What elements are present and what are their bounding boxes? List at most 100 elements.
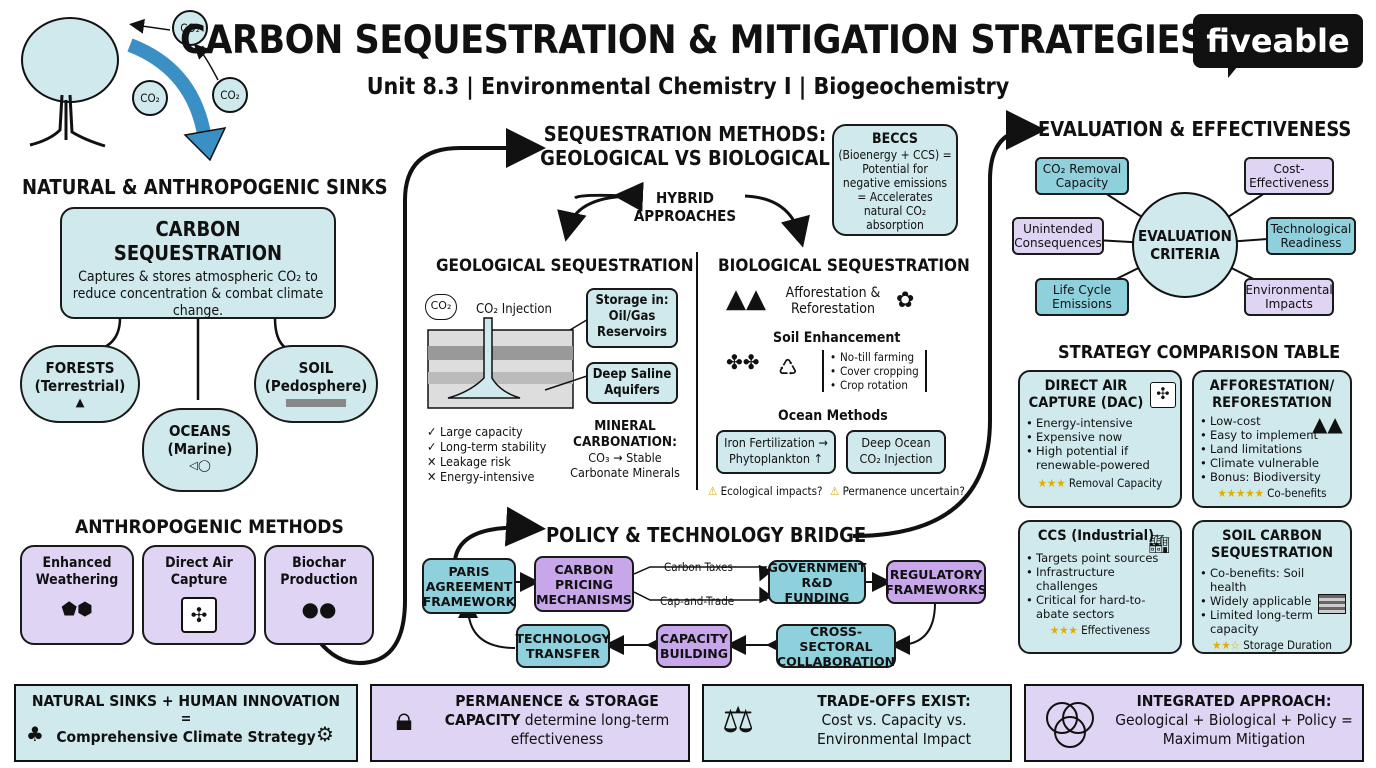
mineral-carbonation-title: MINERAL CARBONATION:	[573, 418, 677, 450]
ccs-point-3: Critical for hard-to-abate sectors	[1026, 593, 1174, 621]
soil-practices-list: No-till farming Cover cropping Crop rota…	[822, 350, 927, 392]
deep-ocean-card: Deep Ocean CO₂ Injection	[846, 430, 946, 474]
dac-rating: ★★★ Removal Capacity	[1026, 476, 1174, 490]
carbon-sequestration-desc: Captures & stores atmospheric CO₂ to red…	[72, 269, 324, 319]
aff-point-1: Low-cost	[1200, 414, 1344, 428]
beccs-title: BECCS	[871, 131, 919, 147]
biochar-production-label: Biochar Production	[280, 555, 358, 588]
forests-label: FORESTS (Terrestrial)	[34, 359, 126, 395]
soil-carbon-card: SOIL CARBON SEQUESTRATION Co-benefits: S…	[1192, 520, 1352, 654]
afforestation-title: AFFORESTATION/ REFORESTATION	[1209, 378, 1335, 411]
scale-icon: ⚖	[722, 700, 755, 741]
fish-icon: ◁◯	[189, 458, 211, 472]
footer-card-tradeoffs: ⚖ TRADE-OFFS EXIST:Cost vs. Capacity vs.…	[702, 684, 1012, 762]
evaluation-criteria-hub: EVALUATION CRITERIA	[1132, 192, 1238, 298]
geo-pros-cons: ✓ Large capacity ✓ Long-term stability ✕…	[427, 424, 577, 484]
aff-point-3: Land limitations	[1200, 442, 1344, 456]
warning-icon: ⚠	[830, 484, 840, 498]
co2-badge-top: CO₂	[180, 21, 200, 35]
storage-reservoirs-card: Storage in: Oil/Gas Reservoirs	[586, 288, 678, 348]
direct-air-capture-label: Direct Air Capture	[165, 555, 233, 588]
iron-fertilization-card: Iron Fertilization → Phytoplankton ↑	[716, 430, 836, 474]
footer3-rest: Cost vs. Capacity vs. Environmental Impa…	[816, 711, 972, 748]
geo-pro-2: ✓ Long-term stability	[427, 439, 547, 454]
sequestration-methods-line2: GEOLOGICAL VS BIOLOGICAL	[540, 146, 830, 170]
afforestation-label: Afforestation & Reforestation	[785, 285, 881, 317]
tree-icon: ♣	[26, 722, 44, 746]
paris-agreement-node: PARIS AGREEMENT FRAMEWORK	[422, 558, 516, 614]
aff-rating: ★★★★★ Co-benefits	[1200, 486, 1344, 500]
soil-point-3: Limited long-term capacity	[1200, 608, 1344, 636]
fiveable-logo: fiveable	[1193, 14, 1363, 68]
footer1-line3: Comprehensive Climate Strategy	[56, 728, 316, 746]
tree-icon	[21, 17, 119, 148]
sequestration-methods-line1: SEQUESTRATION METHODS:	[543, 122, 827, 146]
biological-title: BIOLOGICAL SEQUESTRATION	[718, 256, 970, 276]
capacity-building-node: CAPACITY BUILDING	[656, 624, 732, 668]
page-title: CARBON SEQUESTRATION & MITIGATION STRATE…	[180, 18, 1205, 63]
footer4-rest: Geological + Biological + Policy = Maxim…	[1115, 711, 1353, 748]
ccs-point-1: Targets point sources	[1026, 551, 1174, 565]
carbon-pricing-node: CARBON PRICING MECHANISMS	[534, 556, 634, 612]
dac-point-2: Expensive now	[1026, 430, 1174, 444]
co2-badge-left: CO₂	[140, 91, 160, 105]
ccs-title: CCS (Industrial)	[1037, 528, 1155, 544]
technology-transfer-node: TECHNOLOGY TRANSFER	[516, 624, 611, 668]
soil-label: SOIL (Pedosphere)	[264, 359, 368, 395]
footer2-rest: determine long-term effectiveness	[510, 711, 670, 748]
footer1-line2: =	[180, 711, 192, 727]
criterion-life-cycle: Life Cycle Emissions	[1035, 278, 1129, 316]
criterion-technological: Technological Readiness	[1266, 217, 1356, 255]
footer4-bold: INTEGRATED APPROACH:	[1136, 692, 1332, 710]
warning-ecological-text: Ecological impacts?	[720, 484, 823, 498]
warning-permanence-text: Permanence uncertain?	[842, 484, 965, 498]
storage-reservoirs-label: Storage in: Oil/Gas Reservoirs	[595, 293, 669, 340]
biochar-production-card: Biochar Production ●●	[264, 545, 374, 645]
aff-point-2: Easy to implement	[1200, 428, 1344, 442]
enhanced-weathering-card: Enhanced Weathering ⬟⬢	[20, 545, 134, 645]
sinks-section-title: NATURAL & ANTHROPOGENIC SINKS	[22, 175, 388, 199]
footer1-line1: NATURAL SINKS + HUMAN INNOVATION	[31, 692, 341, 710]
fan-icon: ✣	[1150, 382, 1176, 408]
soil-practice-2: Cover cropping	[830, 364, 919, 378]
ccs-card: CCS (Industrial) 🏭︎ Targets point source…	[1018, 520, 1182, 654]
page-subtitle: Unit 8.3 | Environmental Chemistry I | B…	[366, 74, 1010, 100]
carbon-sequestration-title: CARBON SEQUESTRATION	[113, 217, 283, 265]
carbon-sequestration-card: CARBON SEQUESTRATION Captures & stores a…	[60, 207, 336, 319]
footer-card-natural: NATURAL SINKS + HUMAN INNOVATION = Compr…	[14, 684, 358, 762]
beccs-card: BECCS (Bioenergy + CCS) = Potential for …	[832, 124, 958, 236]
footer2-bold: PERMANENCE & STORAGE CAPACITY	[444, 692, 659, 729]
forest-trees-icon: ▲▲	[726, 284, 766, 314]
soil-cloud: SOIL (Pedosphere)	[254, 345, 378, 423]
co2-bubble: CO₂	[425, 294, 457, 320]
criterion-environmental: Environmental Impacts	[1244, 278, 1334, 316]
pine-tree-icon: ▲	[75, 395, 85, 409]
hybrid-approaches-label: HYBRID APPROACHES	[633, 189, 737, 225]
government-funding-node: GOVERNMENT R&D FUNDING	[767, 559, 867, 605]
soil-carbon-title: SOIL CARBON SEQUESTRATION	[1211, 528, 1333, 561]
soil-layer-icon	[286, 399, 346, 407]
star-rating-icon: ★★★★★	[1217, 486, 1264, 500]
oceans-label: OCEANS (Marine)	[167, 422, 233, 458]
ocean-methods-label: Ocean Methods	[778, 408, 888, 424]
dac-point-1: Energy-intensive	[1026, 416, 1174, 430]
saline-aquifers-card: Deep Saline Aquifers	[586, 362, 678, 404]
criterion-removal: CO₂ Removal Capacity	[1035, 157, 1129, 195]
gear-icon: ⚙	[316, 722, 334, 746]
carbon-taxes-label: Carbon Taxes	[664, 560, 733, 574]
evaluation-criteria-label: EVALUATION CRITERIA	[1138, 227, 1232, 263]
soil-rating: ★★☆ Storage Duration	[1200, 638, 1344, 652]
footer-card-permanence: 🔒︎ PERMANENCE & STORAGE CAPACITY determi…	[370, 684, 690, 762]
footer-card-integrated: INTEGRATED APPROACH:Geological + Biologi…	[1024, 684, 1364, 762]
star-rating-icon: ★★☆	[1212, 638, 1240, 652]
sequestration-methods-title: SEQUESTRATION METHODS: GEOLOGICAL VS BIO…	[540, 122, 830, 170]
evaluation-title: EVALUATION & EFFECTIVENESS	[1038, 117, 1352, 141]
criterion-unintended: Unintended Consequences	[1012, 217, 1104, 255]
sprout-icon: ✤✤	[726, 350, 760, 374]
iron-fertilization-label: Iron Fertilization → Phytoplankton ↑	[724, 435, 828, 466]
enhanced-weathering-label: Enhanced Weathering	[35, 555, 119, 588]
star-rating-icon: ★★★	[1037, 476, 1066, 490]
ccs-rating: ★★★ Effectiveness	[1026, 623, 1174, 637]
co2-badge-right: CO₂	[220, 88, 240, 102]
lock-icon: 🔒︎	[395, 700, 413, 738]
